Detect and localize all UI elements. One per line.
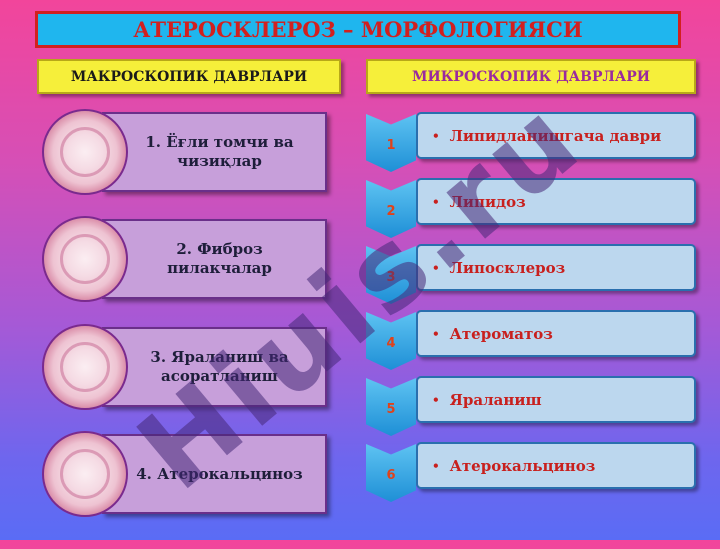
micro-stage-label: Яраланиш: [449, 390, 542, 409]
micro-stage-4: • Атероматоз: [416, 310, 696, 357]
artery-section-image: [42, 431, 128, 517]
micro-stage-6: • Атерокальциноз: [416, 442, 696, 489]
macro-stage-line2: пилакчалар: [167, 259, 272, 277]
micro-stage-label: Атерокальциноз: [449, 456, 596, 475]
step-chevron-5: 5: [366, 378, 416, 436]
macro-stage-line1: 3. Яраланиш ва: [150, 348, 289, 366]
micro-stage-label: Атероматоз: [449, 324, 553, 343]
micro-stage-3: • Липосклероз: [416, 244, 696, 291]
step-chevron-6: 6: [366, 444, 416, 502]
step-chevron-2: 2: [366, 180, 416, 238]
micro-stage-5: • Яраланиш: [416, 376, 696, 423]
macro-stage-line1: 4. Атерокальциноз: [136, 464, 303, 483]
artery-section-image: [42, 324, 128, 410]
bullet-icon: •: [432, 458, 440, 473]
micro-stage-1: • Липидланишгача даври: [416, 112, 696, 159]
bullet-icon: •: [432, 194, 440, 209]
page-title: АТЕРОСКЛЕРОЗ – МОРФОЛОГИЯСИ: [35, 11, 681, 48]
macro-stage-line1: 1. Ёғли томчи ва: [145, 133, 294, 151]
macro-stage-line1: 2. Фиброз: [176, 240, 263, 258]
bullet-icon: •: [432, 392, 440, 407]
micro-stage-2: • Липидоз: [416, 178, 696, 225]
macro-stage-box: 4. Атерокальциноз: [102, 434, 327, 514]
macro-header: МАКРОСКОПИК ДАВРЛАРИ: [37, 59, 341, 94]
bullet-icon: •: [432, 326, 440, 341]
micro-stage-label: Липидланишгача даври: [449, 126, 662, 145]
bullet-icon: •: [432, 260, 440, 275]
micro-stage-label: Липосклероз: [449, 258, 566, 277]
step-chevron-1: 1: [366, 114, 416, 172]
step-chevron-4: 4: [366, 312, 416, 370]
macro-stage-line2: асоратланиш: [161, 367, 278, 385]
macro-stage-4: 4. Атерокальциноз: [42, 431, 330, 517]
artery-section-image: [42, 109, 128, 195]
micro-header: МИКРОСКОПИК ДАВРЛАРИ: [366, 59, 696, 94]
macro-stage-line2: чизиқлар: [177, 152, 262, 170]
artery-section-image: [42, 216, 128, 302]
step-chevron-3: 3: [366, 246, 416, 304]
micro-stage-label: Липидоз: [449, 192, 526, 211]
bullet-icon: •: [432, 128, 440, 143]
